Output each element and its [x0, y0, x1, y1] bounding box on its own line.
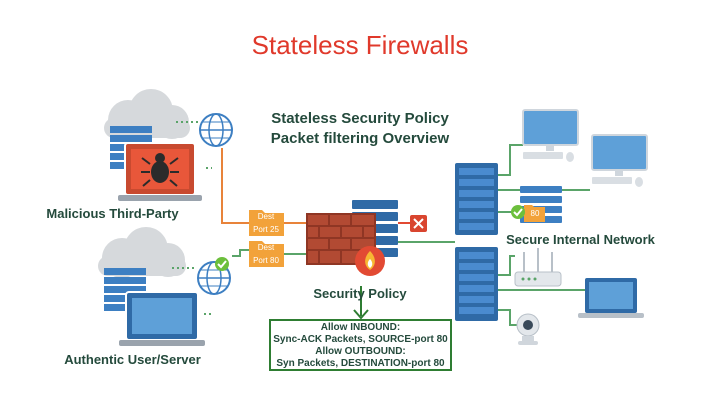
router-icon [514, 248, 562, 287]
rack-server-bottom-icon [455, 247, 498, 321]
laptop-icon [578, 278, 644, 318]
authentic-check-icon [215, 257, 229, 271]
secure-check-icon [511, 205, 525, 219]
secure-network-label: Secure Internal Network [506, 232, 655, 247]
webcam-icon [516, 313, 540, 345]
policy-rule-inbound-heading: Allow INBOUND: [320, 322, 401, 333]
authentic-laptop-icon [119, 291, 205, 346]
firewall-icon [306, 213, 376, 265]
malicious-globe-icon [199, 113, 233, 147]
diagram-subtitle-line2: Packet filtering Overview [270, 130, 450, 147]
block-x-icon [410, 215, 427, 232]
allowed-packet-folder [524, 205, 545, 222]
authentic-packet-folder [249, 241, 284, 267]
rack-server-top-icon [455, 163, 498, 235]
desktop-icon [522, 109, 579, 162]
policy-rules-box [269, 319, 452, 371]
fire-icon [355, 246, 385, 276]
malicious-label: Malicious Third-Party [46, 206, 179, 221]
policy-rule-outbound-heading: Allow OUTBOUND: [315, 346, 406, 357]
policy-rule-inbound-detail: Sync-ACK Packets, SOURCE-port 80 [273, 334, 448, 345]
authentic-label: Authentic User/Server [64, 352, 201, 367]
bug-icon [141, 153, 179, 187]
page-title: Stateless Firewalls [251, 30, 469, 60]
allowed-packet-port: 80 [530, 209, 540, 218]
malicious-packet-port: Port 25 [253, 225, 279, 234]
policy-rule-outbound-detail: Syn Packets, DESTINATION-port 80 [276, 358, 445, 369]
malicious-packet-folder [249, 210, 284, 236]
security-policy-label: Security Policy [313, 286, 407, 301]
desktop-icon [591, 134, 648, 187]
authentic-link [232, 249, 250, 257]
malicious-packet-dest: Dest [257, 212, 275, 221]
diagram-subtitle-line1: Stateless Security Policy [271, 110, 449, 127]
malicious-link [221, 148, 250, 224]
authentic-packet-dest: Dest [257, 243, 275, 252]
authentic-packet-port: Port 80 [253, 256, 279, 265]
